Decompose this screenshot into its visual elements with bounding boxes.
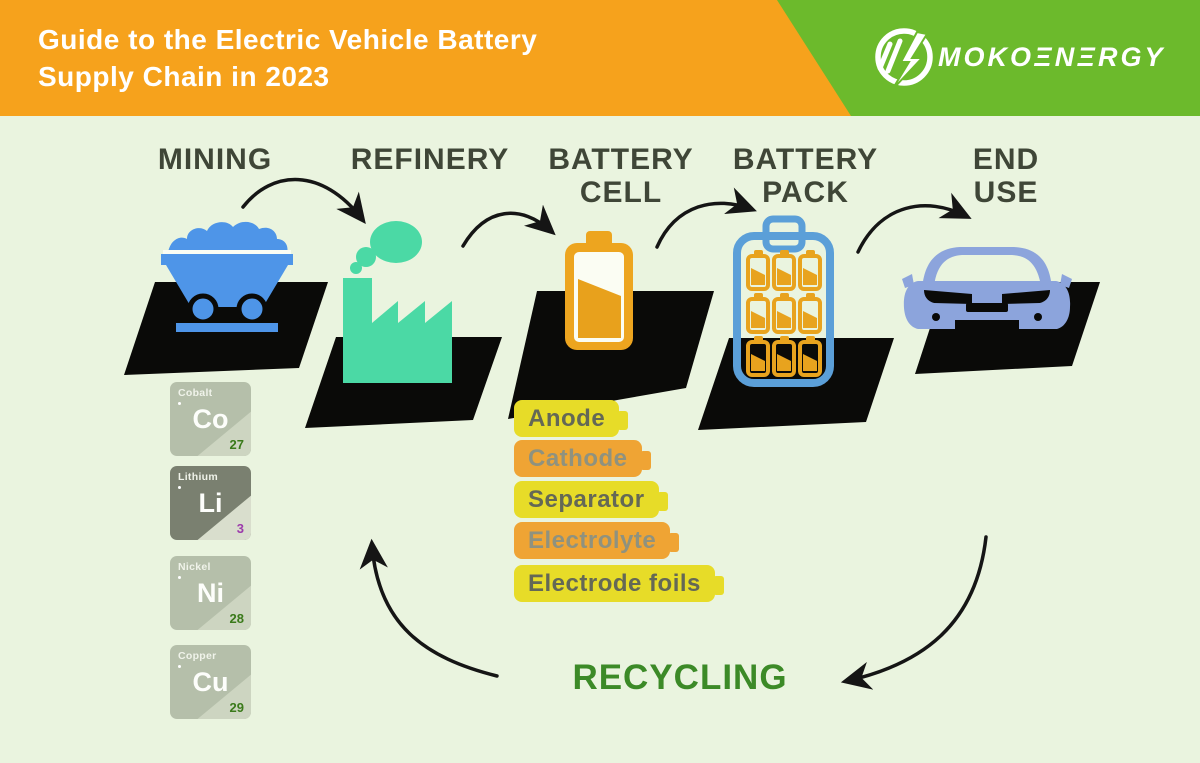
element-symbol: Cu (192, 667, 229, 697)
stage-label-refinery: REFINERY (350, 143, 510, 176)
car-grille (966, 303, 1008, 312)
factory-building (343, 278, 452, 383)
arrow-pack-to-enduse (856, 192, 972, 254)
cart-wheel-left (187, 293, 219, 325)
cell-charge-fill (578, 279, 621, 338)
component-pill-cathode: Cathode (514, 440, 650, 477)
page-title-line2: Supply Chain in 2023 (38, 61, 330, 92)
battery-cell-icon (565, 231, 633, 350)
component-pill-anode: Anode (514, 400, 629, 437)
component-pill-electrode-foils: Electrode foils (514, 565, 724, 602)
platform-battery-cell (508, 291, 714, 419)
element-number: 3 (236, 521, 244, 536)
element-number: 29 (229, 700, 244, 715)
arrow-recycle-left-up (359, 538, 499, 678)
cart-rim (161, 254, 293, 265)
element-symbol: Li (198, 488, 223, 518)
cart-gap-line (163, 250, 291, 254)
car-foglight-left (932, 313, 940, 321)
mine-cart-icon (161, 221, 293, 332)
car-intake-left (924, 290, 972, 304)
arrow-recycle-right-down (840, 535, 988, 690)
element-number: 27 (229, 437, 244, 452)
element-tile-lithium: Lithium Li 3 (170, 466, 251, 540)
stage-label-end-use: END USE (972, 143, 1040, 209)
header-banner: Guide to the Electric Vehicle Battery Su… (0, 0, 1200, 116)
element-number: 28 (229, 611, 244, 626)
cart-wheel-right (236, 293, 268, 325)
car-foglight-right (1034, 313, 1042, 321)
smoke-big (370, 221, 422, 263)
header-orange-panel (0, 0, 851, 116)
element-name: Nickel (178, 561, 211, 579)
pack-body (733, 232, 834, 387)
element-name: Lithium (178, 471, 218, 489)
arrow-mining-to-refinery (241, 177, 366, 224)
component-pill-electrolyte: Electrolyte (514, 522, 680, 559)
element-tile-nickel: Nickel Ni 28 (170, 556, 251, 630)
stage-label-battery-cell: BATTERY CELL (548, 143, 694, 209)
car-intake-right (1002, 290, 1050, 304)
page-title-line1: Guide to the Electric Vehicle Battery (38, 24, 538, 55)
element-tile-copper: Copper Cu 29 (170, 645, 251, 719)
flow-arrows (241, 177, 988, 690)
arrow-refinery-to-cell (461, 204, 556, 248)
component-pill-separator: Separator (514, 481, 668, 518)
smoke-mid (356, 247, 376, 267)
stage-label-mining: MINING (157, 143, 273, 176)
element-symbol: Co (192, 404, 229, 434)
ore-pile (168, 221, 288, 253)
element-name: Cobalt (178, 387, 212, 405)
recycling-label: RECYCLING (572, 658, 788, 697)
refinery-factory-icon (343, 221, 452, 383)
page-title: Guide to the Electric Vehicle Battery Su… (38, 21, 537, 95)
stage-label-battery-pack: BATTERY PACK (732, 143, 879, 209)
smoke-small (350, 262, 362, 274)
mokoenergy-logo-icon (875, 28, 933, 91)
ev-car-icon (902, 247, 1072, 329)
element-tile-cobalt: Cobalt Co 27 (170, 382, 251, 456)
car-windshield (934, 255, 1041, 286)
element-name: Copper (178, 650, 217, 668)
battery-pack-icon (733, 215, 834, 387)
arrow-cell-to-pack (655, 187, 757, 249)
cart-rail (176, 323, 278, 332)
element-symbol: Ni (197, 578, 224, 608)
brand-wordmark: MOKOΞNΞRGY (938, 42, 1166, 72)
